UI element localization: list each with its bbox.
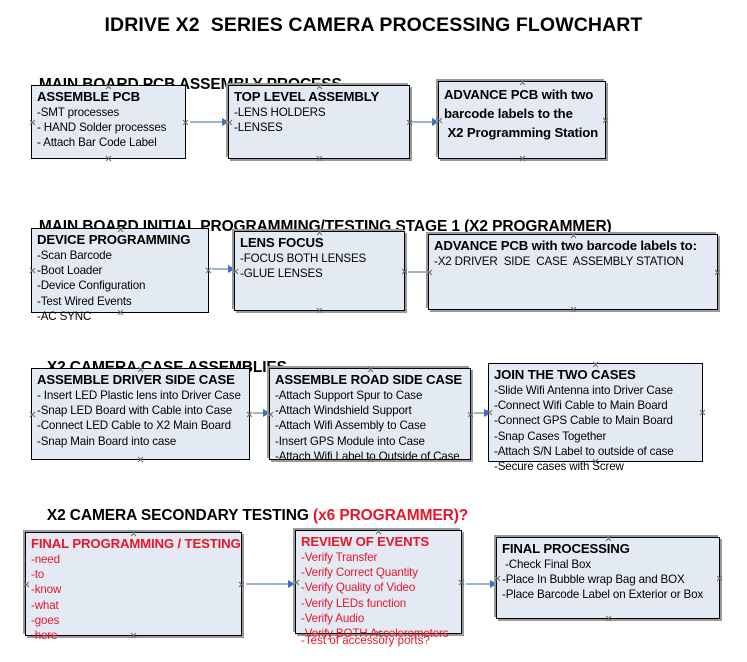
box-line: -Connect Wifi Cable to Main Board	[494, 399, 668, 413]
box-line: -GLUE LENSES	[240, 267, 323, 281]
box-title: ASSEMBLE PCB	[37, 89, 140, 104]
box-line: -AC SYNC	[37, 309, 92, 323]
section-heading-4-text: X2 CAMERA SECONDARY TESTING	[46, 507, 314, 524]
connector-arrow	[412, 118, 439, 126]
box-final-programming-testing[interactable]: FINAL PROGRAMMING / TESTING -need -to -k…	[25, 532, 242, 642]
box-line: -Snap Cases Together	[494, 429, 607, 443]
connection-handle-bottom[interactable]	[105, 155, 112, 162]
box-line: -Check Final Box	[502, 558, 591, 571]
box-overflow-line: -Test of accessory ports?	[301, 633, 430, 647]
box-line: -Verify Correct Quantity	[301, 566, 418, 580]
box-title: REVIEW OF EVENTS	[301, 534, 430, 549]
box-line: -Insert GPS Module into Case	[275, 434, 425, 448]
box-line: -Snap Main Board into case	[37, 434, 177, 448]
connector-arrow	[212, 265, 235, 273]
box-advance-pcb-programming-station[interactable]: ADVANCE PCB with two barcode labels to t…	[438, 81, 606, 159]
box-title: FINAL PROCESSING	[502, 541, 630, 556]
box-advance-pcb-driver-side-station[interactable]: ADVANCE PCB with two barcode labels to: …	[428, 234, 718, 310]
box-line: -Snap LED Board with Cable into Case	[37, 404, 233, 418]
box-line: -Slide Wifi Antenna into Driver Case	[494, 384, 673, 397]
box-line: -LENS HOLDERS	[234, 106, 326, 119]
box-title: LENS FOCUS	[240, 235, 324, 250]
box-line: -Attach Wifi Label to Outside of Case	[275, 449, 460, 463]
box-line: -Attach Windshield Support	[275, 404, 412, 418]
box-line: - HAND Solder processes	[37, 121, 167, 135]
connector-arrow	[466, 580, 497, 588]
box-review-of-events[interactable]: REVIEW OF EVENTS -Verify Transfer -Verif…	[295, 530, 462, 647]
page-title: IDRIVE X2 SERIES CAMERA PROCESSING FLOWC…	[104, 14, 643, 36]
box-title: TOP LEVEL ASSEMBLY	[234, 89, 380, 104]
box-title: DEVICE PROGRAMMING	[37, 232, 191, 247]
box-line: -Place Barcode Label on Exterior or Box	[502, 588, 704, 602]
box-lens-focus[interactable]: LENS FOCUS -FOCUS BOTH LENSES -GLUE LENS…	[234, 231, 405, 311]
box-line: -here	[31, 629, 58, 643]
box-line: -FOCUS BOTH LENSES	[240, 252, 367, 265]
box-line: -SMT processes	[37, 106, 120, 119]
section-heading-4: X2 CAMERA SECONDARY TESTING (x6 PROGRAMM…	[30, 489, 468, 543]
box-line: -Verify Audio	[301, 611, 365, 625]
box-line: -Boot Loader	[37, 264, 103, 278]
box-line: -Attach Support Spur to Case	[275, 389, 423, 402]
connector-arrow	[190, 118, 229, 126]
box-line: -Verify BOTH Accelerometers	[301, 627, 449, 641]
connection-handle-bottom[interactable]	[137, 456, 144, 463]
box-line: -X2 DRIVER SIDE CASE ASSEMBLY STATION	[434, 255, 684, 268]
box-line: -Verify LEDs function	[301, 596, 407, 610]
box-line: -what	[31, 598, 59, 612]
box-line: -know	[31, 583, 62, 597]
box-line: -Place In Bubble wrap Bag and BOX	[502, 573, 685, 587]
box-line: -Verify Quality of Video	[301, 581, 416, 595]
box-assemble-road-side-case[interactable]: ASSEMBLE ROAD SIDE CASE -Attach Support …	[269, 368, 471, 463]
box-device-programming[interactable]: DEVICE PROGRAMMING -Scan Barcode -Boot L…	[31, 228, 209, 323]
box-line: -goes	[31, 613, 60, 627]
connection-handle-bottom[interactable]	[316, 155, 323, 162]
box-line: -Attach Wifi Assembly to Case	[275, 419, 426, 433]
box-line: -Connect LED Cable to X2 Main Board	[37, 419, 231, 433]
box-line: -need	[31, 553, 60, 566]
box-top-level-assembly[interactable]: TOP LEVEL ASSEMBLY -LENS HOLDERS -LENSES	[228, 85, 410, 159]
box-title: ADVANCE PCB with two barcode labels to t…	[444, 87, 599, 140]
box-join-the-two-cases[interactable]: JOIN THE TWO CASES -Slide Wifi Antenna i…	[488, 363, 703, 473]
section-heading-4-annotation: (x6 PROGRAMMER)?	[313, 507, 469, 524]
box-final-processing[interactable]: FINAL PROCESSING -Check Final Box -Place…	[496, 537, 720, 619]
box-title: JOIN THE TWO CASES	[494, 367, 636, 382]
box-assemble-pcb[interactable]: ASSEMBLE PCB -SMT processes - HAND Solde…	[31, 85, 186, 159]
box-title: FINAL PROGRAMMING / TESTING	[31, 536, 241, 551]
box-line: -Verify Transfer	[301, 551, 378, 564]
connector-arrow	[246, 580, 295, 588]
box-line: - Insert LED Plastic lens into Driver Ca…	[37, 389, 241, 402]
box-assemble-driver-side-case[interactable]: ASSEMBLE DRIVER SIDE CASE - Insert LED P…	[31, 368, 250, 460]
box-line: -Secure cases with Screw	[494, 460, 624, 474]
box-line: -Device Configuration	[37, 279, 146, 293]
connection-handle-bottom[interactable]	[519, 155, 526, 162]
box-title: ASSEMBLE DRIVER SIDE CASE	[37, 372, 235, 387]
box-line: -Attach S/N Label to outside of case	[494, 444, 674, 458]
box-line: - Attach Bar Code Label	[37, 136, 157, 150]
box-line: -Scan Barcode	[37, 249, 112, 262]
box-line: -LENSES	[234, 121, 283, 135]
connection-handle-bottom[interactable]	[570, 306, 577, 313]
box-line: -Connect GPS Cable to Main Board	[494, 414, 673, 428]
connector-arrow	[253, 409, 270, 417]
box-line: -to	[31, 568, 45, 582]
connector-arrow	[474, 409, 491, 417]
box-line: -Test Wired Events	[37, 294, 132, 308]
box-title: ASSEMBLE ROAD SIDE CASE	[275, 372, 463, 387]
connection-handle-right[interactable]	[714, 269, 721, 276]
connection-handle-bottom[interactable]	[316, 307, 323, 314]
box-title: ADVANCE PCB with two barcode labels to:	[434, 238, 697, 253]
connection-handle-bottom[interactable]	[605, 615, 612, 622]
